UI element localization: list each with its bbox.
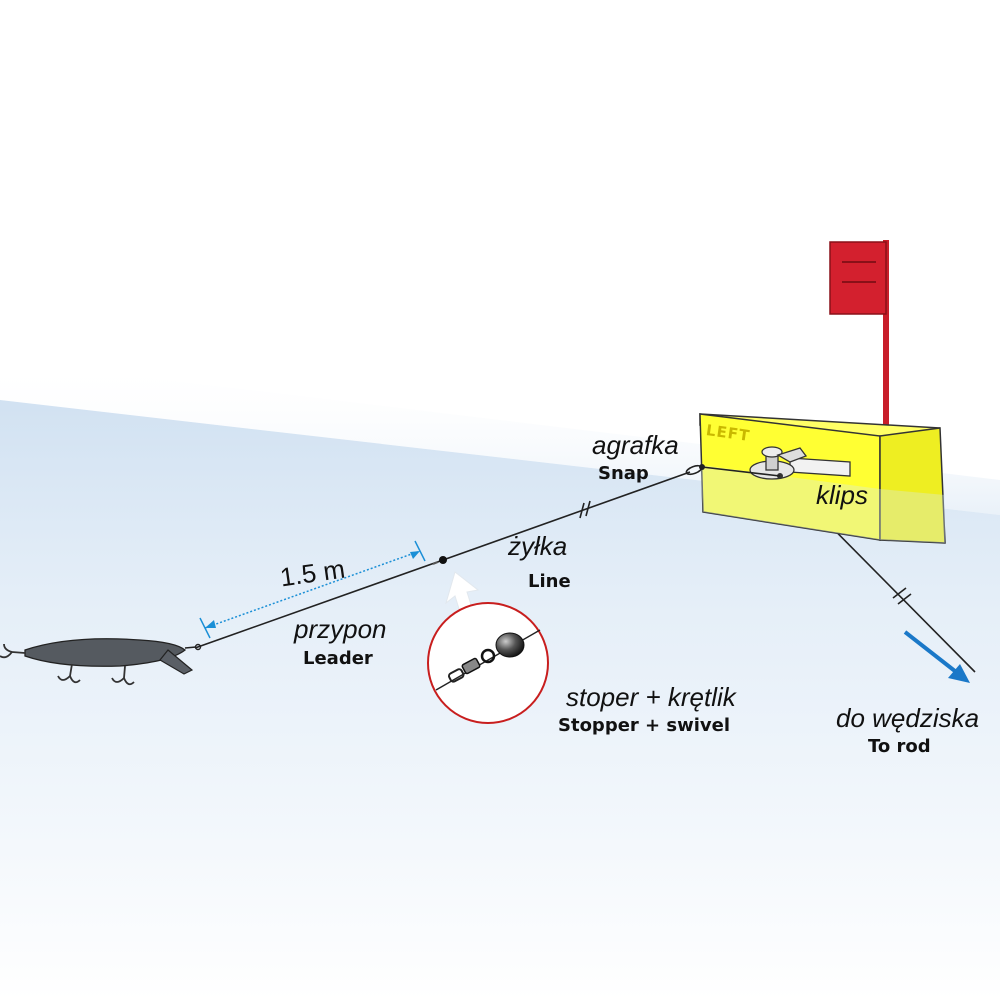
stopper-label-pl: stoper + krętlik — [566, 682, 736, 712]
snap-label-en: Snap — [598, 463, 649, 484]
snap-label-pl: agrafka — [592, 430, 679, 460]
rod-line-break-mark — [892, 587, 912, 605]
dimension-marker — [199, 540, 426, 639]
line-label-en: Line — [528, 571, 571, 592]
stopper-label-en: Stopper + swivel — [558, 715, 731, 736]
leader-label-pl: przypon — [294, 614, 387, 644]
to-rod-arrow — [903, 630, 970, 683]
lure — [0, 638, 202, 686]
stopper-callout — [427, 602, 549, 724]
main-line — [442, 471, 691, 561]
line-break-mark — [579, 500, 591, 519]
line-label-pl: żyłka — [508, 531, 568, 561]
flag — [829, 241, 887, 315]
snap — [685, 464, 781, 477]
rod-label-en: To rod — [868, 736, 931, 757]
leader-line — [194, 559, 444, 649]
clip-mechanism — [749, 446, 851, 480]
rod-label-pl: do wędziska — [836, 703, 980, 733]
stopper-swivel-marker — [432, 556, 447, 565]
clip-label-pl: klips — [816, 480, 869, 510]
tip-up-board — [699, 240, 946, 544]
leader-label-en: Leader — [303, 648, 373, 669]
